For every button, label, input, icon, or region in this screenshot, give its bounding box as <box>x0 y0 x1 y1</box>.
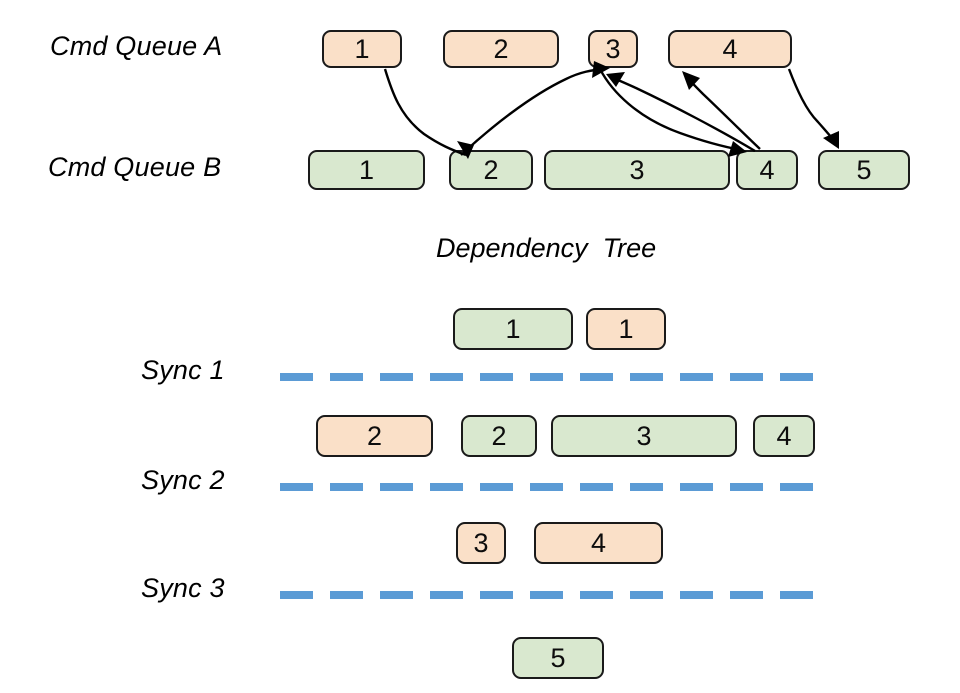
box-label: 4 <box>776 420 792 451</box>
queue-b-command-4[interactable]: 4 <box>736 150 798 190</box>
box-label: 1 <box>505 313 521 344</box>
stage-1-command-1[interactable]: 1 <box>453 308 573 350</box>
queue-a-label: Cmd Queue A <box>50 31 223 61</box>
box-label: 2 <box>366 420 383 451</box>
box-label: 3 <box>473 527 489 558</box>
box-label: 1 <box>354 33 370 64</box>
box-label: 4 <box>759 154 775 185</box>
queue-b-command-1[interactable]: 1 <box>308 150 425 190</box>
box-label: 2 <box>483 154 499 185</box>
box-label: 5 <box>550 642 566 673</box>
stage-2-command-4[interactable]: 4 <box>753 415 815 457</box>
queue-b-command-5[interactable]: 5 <box>818 150 910 190</box>
queue-a-command-2[interactable]: 2 <box>443 30 559 68</box>
arrow-b4-to-a3 <box>606 72 756 153</box>
stage-1-command-2[interactable]: 1 <box>586 308 666 350</box>
sync-label-2: Sync 2 <box>141 465 225 495</box>
arrow-a3-to-b4 <box>598 68 747 157</box>
queue-a-command-3[interactable]: 3 <box>588 30 638 68</box>
arrow-a1-to-b2 <box>383 68 474 159</box>
sync-dash-fill <box>280 483 823 491</box>
dependency-tree-title: Dependency Tree <box>436 233 657 263</box>
box-label: 5 <box>856 154 872 185</box>
queue-b-label: Cmd Queue B <box>48 152 222 182</box>
box-label: 2 <box>491 420 507 451</box>
stage-2-command-3[interactable]: 3 <box>551 415 737 457</box>
arrow-b2-to-a3 <box>460 61 610 156</box>
box-label: 4 <box>722 33 738 64</box>
sync-dash-fill <box>280 373 823 381</box>
stage-2-command-1[interactable]: 2 <box>316 415 433 457</box>
box-label: 2 <box>493 33 509 64</box>
queue-a-command-4[interactable]: 4 <box>668 30 792 68</box>
queue-b-command-2[interactable]: 2 <box>449 150 533 190</box>
sync-label-3: Sync 3 <box>141 573 225 603</box>
box-label: 3 <box>629 154 645 185</box>
box-label: 1 <box>618 313 634 344</box>
sync-dashed-line-3 <box>280 591 823 599</box>
box-label: 3 <box>605 33 621 64</box>
arrow-a4-to-b5 <box>787 68 839 149</box>
arrow-b4-to-a4 <box>682 71 761 150</box>
stage-3-command-2[interactable]: 4 <box>534 522 663 564</box>
sync-dash-fill <box>280 591 823 599</box>
sync-dashed-line-2 <box>280 483 823 491</box>
box-label: 3 <box>636 420 652 451</box>
sync-dashed-line-1 <box>280 373 823 381</box>
queue-b-command-3[interactable]: 3 <box>544 150 730 190</box>
box-label: 4 <box>590 527 607 558</box>
queue-a-command-1[interactable]: 1 <box>322 30 402 68</box>
stage-2-command-2[interactable]: 2 <box>461 415 537 457</box>
stage-4-command-1[interactable]: 5 <box>512 637 604 679</box>
box-label: 1 <box>358 154 375 185</box>
stage-3-command-1[interactable]: 3 <box>456 522 506 564</box>
sync-label-1: Sync 1 <box>141 355 225 385</box>
